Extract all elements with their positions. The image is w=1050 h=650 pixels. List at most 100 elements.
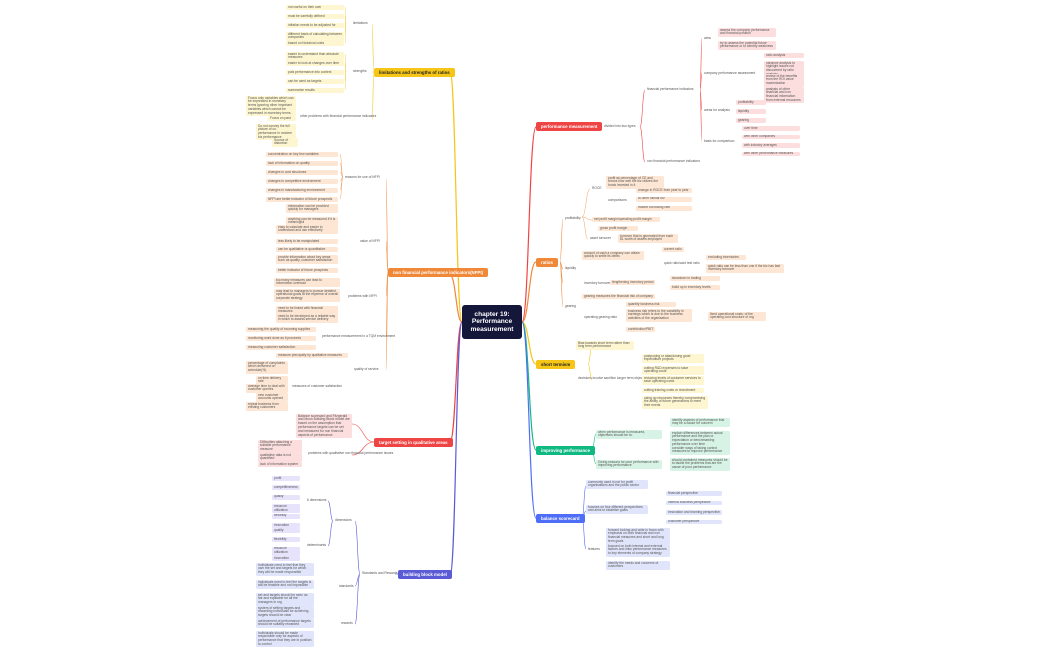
limitation-item[interactable]: must be carefully defined xyxy=(286,14,344,19)
target-note[interactable]: Balance scorecard and Fitzgerald and Moo… xyxy=(296,414,352,438)
problem-item[interactable]: may lead to managers to pursue detailed … xyxy=(274,289,340,302)
comparison-item[interactable]: to other similar biz xyxy=(636,196,692,202)
tqm-item[interactable]: measuring customer satisfaction xyxy=(246,345,316,350)
strength-item[interactable]: summarize results xyxy=(286,88,344,93)
aim-item[interactable]: try to assess the potential future perfo… xyxy=(718,41,776,50)
standard-item[interactable]: set and targets should be seen as fair a… xyxy=(256,593,314,606)
determinant-item[interactable]: resource utilization xyxy=(272,546,300,556)
basis-item[interactable]: over time xyxy=(742,126,800,131)
improving-objectives[interactable]: when performance is measured, objectives… xyxy=(596,430,662,439)
inventory-head[interactable]: lengthening inventory period xyxy=(610,280,656,285)
dimension-item[interactable]: competitiveness xyxy=(272,485,300,491)
value-item[interactable]: anything can be measured if it is meanin… xyxy=(286,217,338,226)
value-item[interactable]: provide information about key areas such… xyxy=(276,255,338,264)
qualitative-problem-item[interactable]: lack of information system xyxy=(258,462,302,467)
dimension-item[interactable]: innovation xyxy=(272,523,300,528)
gearing-text[interactable]: gearing measures the financial risk of c… xyxy=(582,294,655,299)
tqm-item[interactable]: monitoring work done as it proceeds xyxy=(246,336,316,341)
short-termism-item[interactable]: using up resources thereby compromising … xyxy=(642,396,708,409)
objective-item[interactable]: explain differences between actual perfo… xyxy=(670,431,730,448)
assessment-item[interactable]: review of the benefits from the ROI valu… xyxy=(764,74,804,87)
inventory-item[interactable]: build up in inventory levels xyxy=(670,285,720,290)
strength-item[interactable]: can be used as targets xyxy=(286,79,344,84)
objective-item[interactable]: consider ways of taking control measures… xyxy=(670,446,730,455)
satisfaction-item[interactable]: repeat business from existing customers xyxy=(246,402,288,411)
other-problem-item[interactable]: Do not convey the full picture of co. pe… xyxy=(256,124,296,141)
profit-margin-item[interactable]: net profit margin/operating profit margi… xyxy=(592,217,660,222)
topic-target[interactable]: target setting in qualitative areas xyxy=(374,438,453,448)
limitation-item[interactable]: different basis of calculating between c… xyxy=(286,32,344,41)
reason-item[interactable]: changes in cost structures xyxy=(266,170,338,175)
satisfaction-item[interactable]: percentage of complaints which delivered… xyxy=(246,361,288,374)
perspective-item[interactable]: internal business perspective xyxy=(666,500,722,506)
improving-reasons[interactable]: Giving reasons for poor performance with… xyxy=(596,460,662,469)
short-termism-item[interactable]: cutting R&D expenses to save operating c… xyxy=(642,366,704,375)
satisfaction-item[interactable]: new customer accounts opened xyxy=(256,393,288,402)
feature-item[interactable]: identify the needs and concerns of custo… xyxy=(606,561,670,570)
inventory-item[interactable]: slowdown in trading xyxy=(670,276,720,281)
reason-item[interactable]: changes in manufacturing environment xyxy=(266,188,338,193)
dimension-item[interactable]: flexibility xyxy=(272,513,300,519)
value-item[interactable]: easy to calculate and easier to understa… xyxy=(276,225,338,234)
quick-ratio-item[interactable]: quick ratio can be less than one if the … xyxy=(706,264,784,273)
limitation-item[interactable]: based on historical costs xyxy=(286,41,344,46)
dimension-item[interactable]: resource utilization xyxy=(272,504,300,513)
short-termism-item[interactable]: reducing levels of customer services to … xyxy=(642,376,704,385)
operating-gearing-note[interactable]: fixed operational costs: of the operatin… xyxy=(708,312,766,321)
problem-item[interactable]: need to be linked with financial measure… xyxy=(276,306,338,315)
feature-item[interactable]: focused on both internal and external fa… xyxy=(606,544,670,557)
operating-gearing-formula[interactable]: contribution/PBIT xyxy=(626,327,656,332)
quick-ratio-item[interactable]: excluding inventories xyxy=(706,255,746,260)
reason-item[interactable]: NFPI are better indicator of future pros… xyxy=(266,197,338,202)
topic-nfpi[interactable]: non financial performance indicators(NFP… xyxy=(388,268,489,278)
central-topic[interactable]: chapter 19: Performance measurement xyxy=(462,305,522,339)
short-termism-intro[interactable]: Bias towards short term rather than long… xyxy=(576,341,634,350)
basis-item[interactable]: with industry averages xyxy=(742,143,800,148)
perspective-item[interactable]: customer perspective xyxy=(666,519,722,525)
perspective-item[interactable]: financial perspective xyxy=(666,491,722,496)
qualitative-problem-item[interactable]: Difficulties attaching a suitable perfor… xyxy=(258,440,302,453)
assessment-item[interactable]: variance analysis to highlight issues no… xyxy=(764,61,804,78)
roce-text[interactable]: profit as percentage of CE and shows how… xyxy=(606,176,664,189)
problem-item[interactable]: need to be developed as a reliable way i… xyxy=(276,314,338,323)
feature-item[interactable]: forward looking and wide in focus with e… xyxy=(606,528,670,545)
perspective-item[interactable]: innovation and learning perspective xyxy=(666,510,722,515)
strength-item[interactable]: puts performance into context xyxy=(286,70,344,75)
area-item[interactable]: gearing xyxy=(736,118,766,123)
assessment-item[interactable]: ratio analysis xyxy=(764,53,804,58)
satisfaction-item[interactable]: average time to deal with customer queri… xyxy=(246,384,288,393)
comparison-item[interactable]: market borrowing rate xyxy=(636,205,692,211)
reason-item[interactable]: should contained measures should be to t… xyxy=(670,458,730,471)
topic-building[interactable]: building block model xyxy=(398,570,452,580)
balance-intro[interactable]: commonly used in not for profit organisa… xyxy=(586,480,648,489)
reason-item[interactable]: lack of information on quality xyxy=(266,161,338,166)
limitation-item[interactable]: not useful on their own xyxy=(286,5,344,10)
aim-item[interactable]: assess the company performance and finan… xyxy=(718,28,776,37)
limitation-item[interactable]: inflation needs to be adjusted for xyxy=(286,23,344,28)
basis-item[interactable]: with other performance measures xyxy=(742,151,800,157)
other-problem-item[interactable]: Focus only variables which can be expres… xyxy=(246,96,296,117)
reward-item[interactable]: achievement of performance targets shoul… xyxy=(256,619,314,628)
strength-item[interactable]: easier to look at changes over time xyxy=(286,61,344,66)
reason-item[interactable]: concentration on key few variables xyxy=(266,152,338,157)
qos-head[interactable]: measure principally by qualitative measu… xyxy=(276,353,348,358)
topic-improving[interactable]: improving performance xyxy=(536,446,596,456)
qualitative-problem-item[interactable]: qualitative data is not quantified xyxy=(258,453,302,462)
determinant-item[interactable]: quality xyxy=(272,528,300,533)
topic-limitations[interactable]: limitations and strengths of ratios xyxy=(374,68,455,78)
area-item[interactable]: profitability xyxy=(736,100,766,105)
comparison-item[interactable]: change in ROCE from year to year xyxy=(636,188,692,193)
strength-item[interactable]: easier to understand than absolute measu… xyxy=(286,52,344,61)
assessment-item[interactable]: analysis of other financial and non fina… xyxy=(764,87,804,104)
value-item[interactable]: information can be provided quickly for … xyxy=(286,204,338,213)
reward-item[interactable]: system of setting targets and rewarding … xyxy=(256,606,314,619)
liquidity-text[interactable]: amount of cash a company can obtain quic… xyxy=(582,251,644,260)
reward-item[interactable]: Individuals should be made responsible o… xyxy=(256,631,314,648)
dimension-item[interactable]: profit xyxy=(272,476,300,481)
value-item[interactable]: can be qualitative or quantitative xyxy=(276,247,338,252)
asset-turnover-text[interactable]: turnover that is generated from each $1 … xyxy=(618,234,678,243)
basis-item[interactable]: with other companies xyxy=(742,134,800,140)
standard-item[interactable]: Individuals need to feel that they own t… xyxy=(256,563,314,576)
short-termism-item[interactable]: cutting training costs or recruitment xyxy=(642,388,704,393)
operating-gearing-item[interactable]: business risk refers to the variability … xyxy=(626,309,692,322)
